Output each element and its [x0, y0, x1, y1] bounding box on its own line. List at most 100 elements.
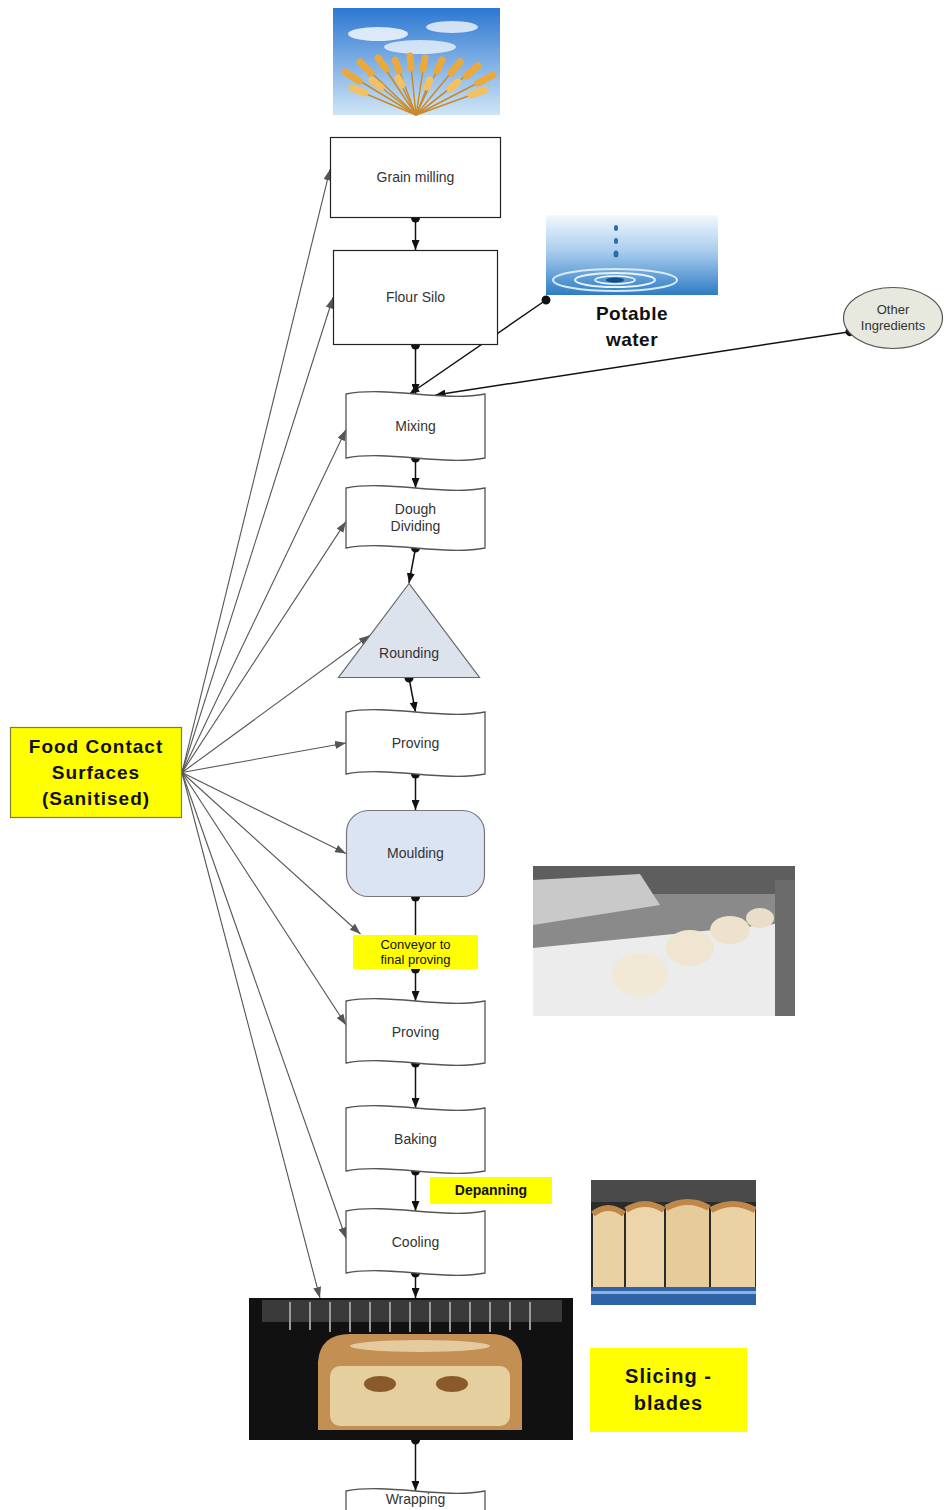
- node-label: Moulding: [387, 845, 444, 862]
- node-label: Cooling: [392, 1234, 439, 1251]
- process-box: Dough Dividing: [346, 484, 485, 552]
- fan-arrow: [182, 743, 346, 773]
- process-triangle: Rounding: [338, 583, 480, 678]
- process-triangle-outline: [338, 583, 480, 678]
- slicing-photo-part-part: [409, 1302, 411, 1332]
- text-area: Proving: [346, 708, 485, 778]
- process-box: Baking: [346, 1104, 485, 1175]
- process-box: Proving: [346, 997, 485, 1067]
- text-area: Flour Silo: [333, 250, 498, 345]
- wheat-photo-part-part: [345, 72, 416, 115]
- text-area: Proving: [346, 997, 485, 1067]
- node-label: Mixing: [395, 418, 435, 435]
- slicing-photo-part: [318, 1334, 522, 1430]
- wheat-photo-part-part: [360, 62, 371, 73]
- text-area: Grain milling: [330, 137, 501, 218]
- cooling-photo-part: [666, 1202, 709, 1208]
- wheat-photo-part: [345, 56, 493, 115]
- process-box-shape: [346, 1209, 485, 1276]
- process-box-shape: [346, 392, 485, 461]
- cooling-photo-part: [626, 1204, 664, 1210]
- slicing-photo-part-part: [289, 1302, 291, 1330]
- process-box-shape: [346, 999, 485, 1066]
- wheat-photo-part-part: [372, 80, 416, 115]
- water-photo-part: [606, 278, 624, 283]
- text-area: Rounding: [338, 638, 480, 668]
- conveyor-photo-part: [746, 908, 774, 928]
- callout-box-shape: [11, 728, 182, 818]
- water-photo-part: [575, 273, 655, 287]
- wheat-photo-part: [345, 56, 493, 95]
- wheat-photo-part-part: [410, 56, 411, 68]
- wheat-photo-part-part: [437, 60, 442, 71]
- slicing-photo-part-part: [529, 1302, 531, 1330]
- wheat-photo-part: [333, 8, 500, 115]
- wheat-photo-part: [348, 27, 408, 41]
- text-area: Wrapping: [346, 1492, 485, 1507]
- node-label: Other Ingredients: [849, 302, 937, 334]
- cooling-photo: [591, 1180, 756, 1305]
- wheat-photo-part-part: [345, 72, 359, 81]
- flow-arrow: [409, 678, 416, 712]
- slicing-photo-part-part: [329, 1302, 331, 1332]
- text-area: Mixing: [346, 390, 485, 462]
- wheat-photo-part-part: [398, 78, 416, 115]
- slicing-photo-part: [436, 1376, 468, 1392]
- cooling-photo-part: [666, 1200, 709, 1290]
- slicing-photo-part: [364, 1376, 396, 1392]
- cooling-photo-part: [591, 1291, 756, 1294]
- wheat-photo-part-part: [352, 88, 365, 93]
- wheat-photo-part-part: [352, 88, 416, 115]
- cooling-photo-part: [591, 1180, 756, 1202]
- connectors: [182, 169, 850, 1491]
- water-photo-part: [546, 215, 718, 295]
- node-label: Potable water: [582, 301, 682, 353]
- conveyor-photo-part: [710, 916, 750, 944]
- wheat-photo-part-part: [372, 80, 381, 87]
- slicing-photo-part: [350, 1340, 490, 1352]
- fan-arrow: [182, 298, 333, 773]
- fan-arrow: [182, 635, 370, 772]
- text-area: Potable water: [546, 297, 718, 357]
- process-triangle-shape: [339, 584, 480, 678]
- highlight-label: Conveyor to final proving: [353, 935, 478, 969]
- input-ellipse: Other Ingredients: [843, 287, 943, 349]
- slicing-photo-part-part: [309, 1302, 311, 1330]
- highlight-label-shape: [353, 935, 478, 969]
- cooling-photo-part: [711, 1202, 755, 1290]
- cooling-photo-part: [593, 1208, 624, 1214]
- wheat-photo-part-part: [427, 80, 430, 87]
- process-box-shape: [334, 251, 498, 345]
- process-box: Grain milling: [330, 137, 501, 218]
- water-photo-part: [614, 238, 618, 244]
- fan-arrow: [182, 169, 330, 772]
- wheat-photo-part: [384, 40, 456, 54]
- wheat-photo-part-part: [378, 58, 386, 69]
- flow-arrow: [415, 458, 417, 488]
- text-area: Depanning: [430, 1177, 552, 1204]
- conveyor-photo-part: [666, 930, 714, 966]
- process-rounded-box-shape: [347, 811, 485, 897]
- slicing-photo-part-part: [469, 1302, 471, 1332]
- water-photo-part: [614, 251, 619, 258]
- text-area: Other Ingredients: [843, 287, 943, 349]
- highlight-label: Depanning: [430, 1177, 552, 1204]
- slicing-photo-part-part: [429, 1302, 431, 1332]
- wheat-photo-part-part: [395, 60, 399, 71]
- flow-arrow: [415, 1440, 417, 1491]
- node-label: Proving: [392, 735, 439, 752]
- conveyor-photo-part: [533, 874, 660, 925]
- slicing-photo-part-part: [449, 1302, 451, 1332]
- wheat-photo-part: [426, 21, 478, 33]
- wheat-photo-part-part: [466, 66, 478, 76]
- slicing-photo-part: [262, 1300, 562, 1322]
- wheat-photo-part-part: [450, 82, 458, 89]
- text-area: Slicing - blades: [590, 1348, 747, 1432]
- wheat-photo-part-part: [416, 75, 493, 115]
- slicing-photo-part: [249, 1298, 573, 1440]
- conveyor-photo: [533, 866, 795, 1016]
- node-label: Flour Silo: [386, 289, 445, 306]
- node-label: Slicing - blades: [598, 1363, 739, 1417]
- slicing-photo-part-part: [489, 1302, 491, 1332]
